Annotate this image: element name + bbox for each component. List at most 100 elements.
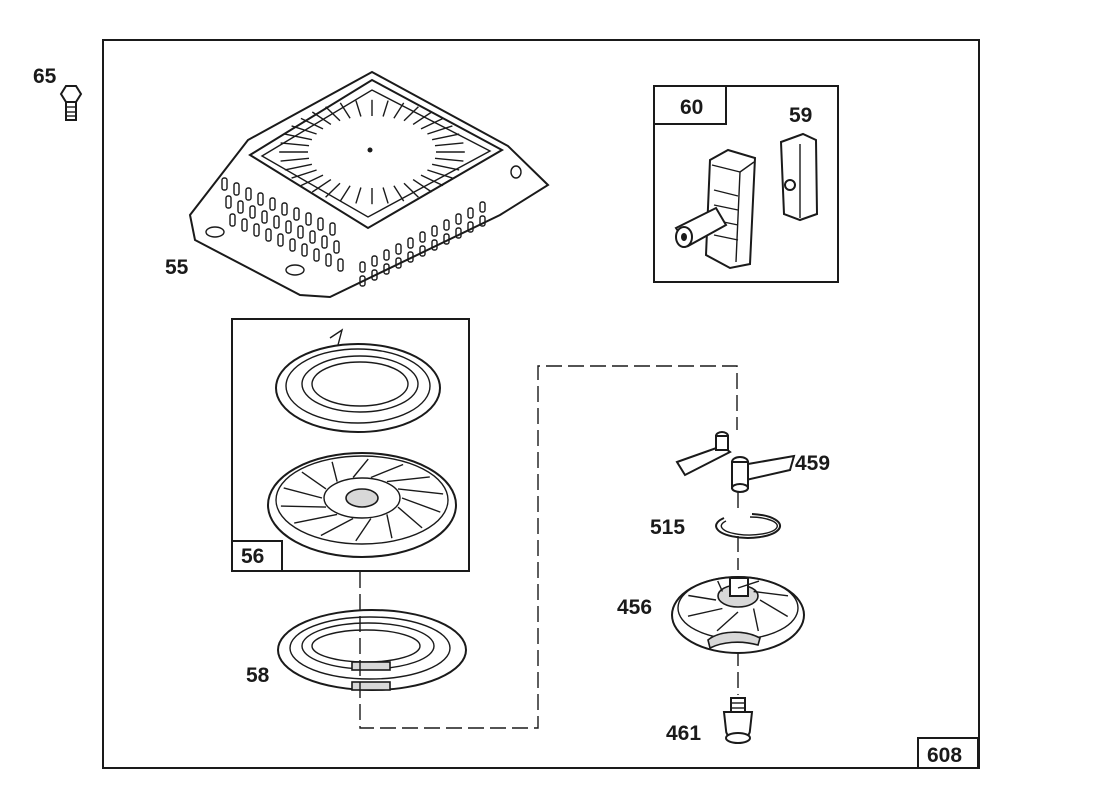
housing-vent-slot: [382, 187, 389, 204]
housing-side-vent: [455, 213, 462, 225]
housing-side-vent: [313, 248, 320, 262]
housing-vent-slot: [412, 111, 433, 125]
housing-side-vent: [359, 275, 366, 287]
housing-side-vent: [253, 223, 260, 237]
ratchet-tooth: [759, 599, 789, 618]
pulley-vane: [283, 487, 323, 499]
housing-side-vent: [289, 238, 296, 252]
housing-vent-slot: [431, 163, 460, 171]
housing-side-vent: [305, 212, 312, 226]
housing-side-vent: [321, 235, 328, 249]
housing-vent-slot: [412, 179, 433, 193]
inset-box-60: [653, 85, 839, 283]
ratchet-tooth: [688, 594, 717, 601]
housing-vent-slot: [280, 142, 310, 147]
housing-vent-slot: [403, 106, 419, 122]
pulley-vane: [294, 513, 338, 524]
pulley-vane: [386, 514, 393, 539]
housing-side-vent: [407, 237, 414, 249]
housing-side-vent: [371, 255, 378, 267]
housing-vent-slot: [291, 169, 317, 179]
housing-side-vent: [431, 239, 438, 251]
ratchet-tooth: [737, 580, 760, 589]
part-59-insert: [779, 132, 819, 222]
housing-side-vent: [245, 187, 252, 201]
housing-side-vent: [233, 182, 240, 196]
housing-vent-slot: [300, 174, 324, 187]
housing-side-vent: [455, 227, 462, 239]
housing-side-vent: [317, 217, 324, 231]
housing-side-vent: [359, 261, 366, 273]
housing-side-vent: [269, 197, 276, 211]
housing-side-vent: [333, 240, 340, 254]
pulley-vane: [401, 497, 441, 513]
housing-side-vent: [273, 215, 280, 229]
ratchet-tooth: [687, 607, 723, 617]
ratchet-tooth: [752, 608, 759, 632]
housing-vent-slot: [284, 163, 313, 171]
diagram-frame: [102, 39, 980, 769]
housing-side-vent: [479, 215, 486, 227]
part-60-handle: [674, 148, 757, 270]
part-55-blower-housing: [188, 70, 550, 299]
housing-side-vent: [249, 205, 256, 219]
pulley-vane: [397, 488, 444, 495]
part-label-59: 59: [789, 104, 812, 127]
housing-vent-slot: [339, 185, 351, 202]
ratchet-tooth: [717, 580, 724, 592]
housing-vent-slot: [403, 182, 419, 198]
part-label-461: 461: [666, 722, 701, 745]
housing-vent-slot: [382, 100, 389, 117]
housing-side-vent: [371, 269, 378, 281]
housing-side-vent: [329, 222, 336, 236]
housing-vent-slot: [431, 133, 460, 141]
housing-side-vent: [265, 228, 272, 242]
pulley-vane: [370, 463, 404, 479]
housing-side-vent: [225, 195, 232, 209]
housing-vent-slot: [311, 179, 332, 193]
part-56-spring: [275, 328, 441, 433]
pulley-vane: [397, 506, 423, 529]
part-label-58: 58: [246, 664, 270, 687]
housing-vent-slot: [420, 174, 444, 187]
housing-side-vent: [443, 233, 450, 245]
housing-vent-slot: [339, 102, 351, 119]
housing-vent-slot: [325, 182, 341, 198]
housing-vent-slot: [355, 100, 362, 117]
pulley-vane: [280, 505, 327, 508]
housing-side-vent: [419, 231, 426, 243]
housing-side-vent: [281, 202, 288, 216]
housing-side-vent: [297, 225, 304, 239]
housing-vent-slot: [393, 185, 405, 202]
part-459-pawl: [675, 431, 796, 493]
housing-side-vent: [383, 249, 390, 261]
frame-label-box: 608: [917, 737, 979, 769]
housing-side-vent: [285, 220, 292, 234]
housing-vent-slot: [427, 125, 453, 135]
part-label-55: 55: [165, 256, 189, 279]
part-label-459: 459: [795, 452, 830, 475]
housing-side-vent: [261, 210, 268, 224]
housing-side-vent: [443, 219, 450, 231]
housing-side-vent: [467, 221, 474, 233]
pulley-vane: [352, 458, 369, 478]
housing-vent-slot: [420, 117, 444, 130]
assembly-connector: [359, 365, 739, 729]
part-label-56: 56: [241, 545, 264, 568]
housing-side-vent: [293, 207, 300, 221]
housing-vent-slot: [300, 117, 324, 130]
part-label-60: 60: [680, 96, 703, 119]
housing-vent-slot: [311, 111, 332, 125]
housing-side-vent: [301, 243, 308, 257]
housing-side-vent: [221, 177, 228, 191]
housing-side-vent: [237, 200, 244, 214]
housing-side-vent: [383, 263, 390, 275]
housing-vent-slot: [427, 169, 453, 179]
housing-vent-slot: [393, 102, 405, 119]
frame-label-text: 608: [927, 744, 962, 767]
housing-side-vent: [395, 257, 402, 269]
housing-vent-slot: [434, 142, 464, 147]
housing-vent-slot: [291, 125, 317, 135]
housing-vent-slot: [325, 106, 341, 122]
